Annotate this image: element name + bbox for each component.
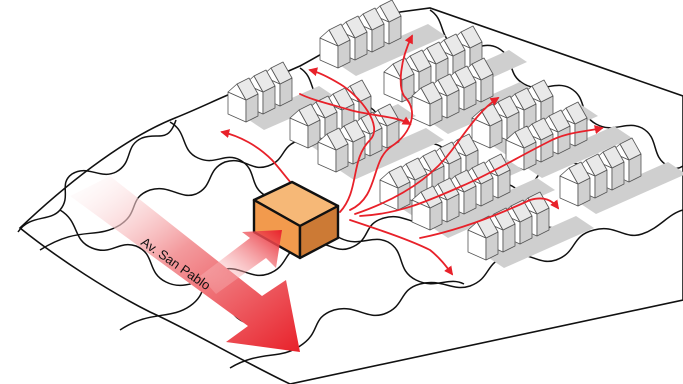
focus-block-right [298, 204, 340, 260]
route-arrow [299, 93, 412, 125]
puzzle-seam [17, 119, 177, 233]
push-arrow-icon [200, 230, 282, 294]
house-row-icon [559, 137, 683, 214]
route-arrow [308, 67, 376, 213]
house [227, 77, 259, 123]
house-row-icon [227, 61, 337, 130]
house [471, 103, 503, 149]
house-row-icon [467, 191, 594, 268]
house [319, 23, 351, 69]
house [317, 127, 349, 173]
house [383, 57, 415, 103]
house [411, 81, 443, 127]
house-row-icon [411, 57, 538, 134]
circulation-routes [220, 34, 604, 276]
house [445, 65, 477, 111]
building-rows [227, 0, 683, 268]
focus-block [252, 180, 340, 260]
route-arrow [354, 97, 500, 215]
route-arrow [349, 219, 454, 276]
street-arrow-icon [70, 176, 300, 352]
house-row-icon [317, 103, 444, 180]
puzzle-seam [229, 209, 683, 369]
house [379, 165, 411, 211]
route-arrow [359, 125, 604, 217]
house [411, 185, 443, 231]
route-arrow [349, 34, 413, 211]
house-row-icon [411, 153, 555, 238]
house-row-icon [319, 0, 446, 76]
house [559, 161, 591, 207]
route-arrow [419, 197, 560, 239]
house [467, 215, 499, 261]
